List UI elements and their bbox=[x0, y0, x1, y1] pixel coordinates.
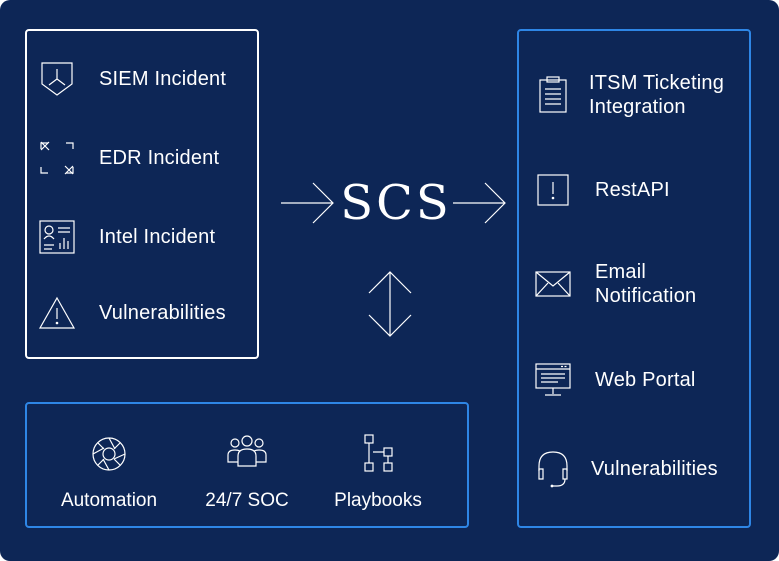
service-item-playbooks: Playbooks bbox=[325, 432, 431, 512]
service-item-soc: 24/7 SOC bbox=[195, 432, 299, 512]
output-label: Email Notification bbox=[595, 261, 697, 307]
output-item-itsm: ITSM Ticketing Integration bbox=[533, 71, 749, 119]
source-label: EDR Incident bbox=[99, 147, 220, 169]
arrow-out-icon bbox=[453, 182, 506, 224]
output-item-vulnerabilities: Vulnerabilities bbox=[533, 449, 718, 489]
monitor-icon bbox=[533, 360, 573, 400]
flowchart-icon bbox=[364, 434, 393, 472]
output-label: ITSM Ticketing Integration bbox=[589, 72, 725, 118]
services-panel: Automation 24/7 SOC Playbooks bbox=[25, 402, 469, 528]
headset-icon bbox=[533, 449, 573, 489]
arrow-in-icon bbox=[281, 182, 334, 224]
outputs-panel: ITSM Ticketing Integration RestAPI Email… bbox=[517, 29, 751, 528]
output-item-email: Email Notification bbox=[533, 260, 715, 308]
shield-icon bbox=[37, 59, 77, 99]
source-label: Vulnerabilities bbox=[99, 302, 226, 324]
team-icon bbox=[227, 435, 267, 467]
output-item-web-portal: Web Portal bbox=[533, 360, 696, 400]
source-item-edr: EDR Incident bbox=[37, 138, 219, 178]
source-item-siem: SIEM Incident bbox=[37, 59, 226, 99]
output-item-restapi: RestAPI bbox=[533, 170, 670, 210]
output-label: Web Portal bbox=[595, 369, 696, 391]
profile-chart-icon bbox=[37, 217, 77, 257]
warning-triangle-icon bbox=[37, 293, 77, 333]
aperture-icon bbox=[92, 437, 126, 471]
clipboard-icon bbox=[533, 75, 573, 115]
service-item-automation: Automation bbox=[53, 432, 165, 512]
scan-frame-icon bbox=[37, 138, 77, 178]
scs-title: SCS bbox=[340, 175, 452, 231]
service-label: Automation bbox=[60, 490, 158, 511]
output-label: RestAPI bbox=[595, 179, 670, 201]
source-item-vulnerabilities: Vulnerabilities bbox=[37, 293, 226, 333]
source-item-intel: Intel Incident bbox=[37, 217, 215, 257]
sources-panel: SIEM Incident EDR Incident bbox=[25, 29, 259, 359]
service-label: Playbooks bbox=[334, 490, 422, 511]
source-label: SIEM Incident bbox=[99, 68, 227, 90]
source-label: Intel Incident bbox=[99, 226, 216, 248]
bidirectional-arrow-icon bbox=[368, 271, 412, 337]
envelope-icon bbox=[533, 264, 573, 304]
service-label: 24/7 SOC bbox=[205, 490, 289, 511]
alert-box-icon bbox=[533, 170, 573, 210]
output-label: Vulnerabilities bbox=[591, 458, 718, 480]
